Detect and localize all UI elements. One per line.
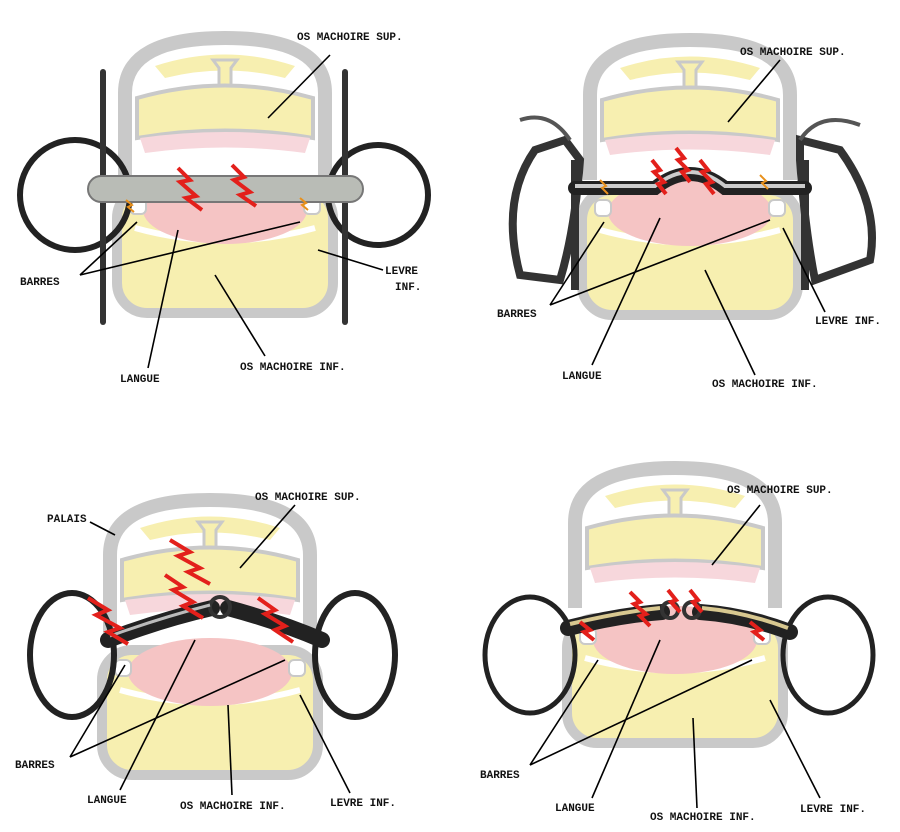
label-os-machoire-sup: OS MACHOIRE SUP. — [727, 485, 833, 497]
pain-marks — [86, 538, 295, 646]
panel-full-cheek-snaffle: OS MACHOIRE SUP. BARRES LEVRE INF. LANGU… — [17, 32, 431, 386]
label-barres: BARRES — [20, 277, 60, 289]
label-barres: BARRES — [15, 760, 55, 772]
label-levre: LEVRE — [385, 266, 418, 278]
label-os-machoire-sup: OS MACHOIRE SUP. — [740, 47, 846, 59]
label-os-machoire-inf: OS MACHOIRE INF. — [240, 362, 346, 374]
label-levre-inf: INF. — [395, 282, 421, 294]
full-cheek-bit — [17, 69, 431, 325]
label-langue: LANGUE — [87, 795, 127, 807]
panel-jointed-snaffle: PALAIS OS MACHOIRE SUP. BARRES LANGUE OS… — [15, 492, 398, 813]
label-barres: BARRES — [497, 309, 537, 321]
pain-marks — [578, 588, 766, 642]
label-os-machoire-sup: OS MACHOIRE SUP. — [255, 492, 361, 504]
label-langue: LANGUE — [555, 803, 595, 815]
double-jointed-bit — [482, 594, 876, 716]
pain-marks — [599, 146, 769, 196]
label-os-machoire-inf: OS MACHOIRE INF. — [180, 801, 286, 813]
label-os-machoire-inf: OS MACHOIRE INF. — [650, 812, 756, 824]
label-levre-inf: LEVRE INF. — [815, 316, 881, 328]
label-os-machoire-sup: OS MACHOIRE SUP. — [297, 32, 403, 44]
label-langue: LANGUE — [562, 371, 602, 383]
label-langue: LANGUE — [120, 374, 160, 386]
pain-marks — [125, 163, 309, 213]
label-levre-inf: LEVRE INF. — [330, 798, 396, 810]
label-levre-inf: LEVRE INF. — [800, 804, 866, 816]
label-barres: BARRES — [480, 770, 520, 782]
panel-double-jointed-snaffle: OS MACHOIRE SUP. BARRES LANGUE OS MACHOI… — [480, 468, 876, 824]
label-os-machoire-inf: OS MACHOIRE INF. — [712, 379, 818, 391]
label-palais: PALAIS — [47, 514, 87, 526]
panel-ported-bit: OS MACHOIRE SUP. BARRES LEVRE INF. LANGU… — [497, 40, 881, 391]
